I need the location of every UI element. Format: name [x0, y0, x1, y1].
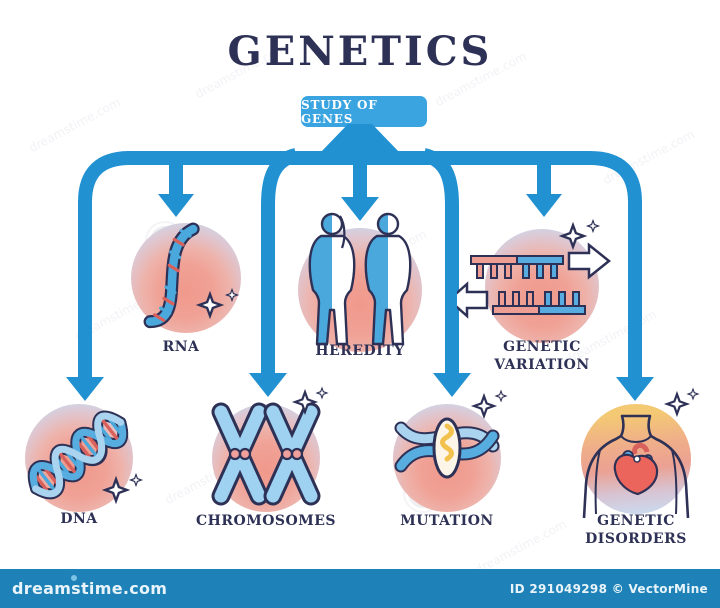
left-arrow — [457, 281, 489, 319]
rna-strand-icon — [143, 222, 238, 329]
node-rna: RNA — [96, 218, 266, 368]
node-label-mutation: MUTATION — [400, 513, 494, 529]
sparkle-icon — [665, 393, 689, 415]
study-of-genes-label: STUDY OF GENES — [301, 97, 378, 126]
ponytail — [339, 215, 346, 249]
double-helix-icon — [27, 410, 142, 502]
arrowhead-mutation — [433, 373, 471, 397]
branch-to-chromosomes — [261, 148, 299, 374]
sparkle-icon — [586, 220, 600, 232]
sparkle-icon — [103, 478, 129, 502]
sparkle-icon — [226, 289, 238, 301]
watermark-footer-bar: dreamstime.com ID 291049298 © VectorMine — [0, 569, 720, 608]
sparkle-icon — [130, 474, 142, 486]
arrowhead-chromosomes — [249, 373, 287, 397]
study-of-genes-box: STUDY OF GENES — [301, 96, 427, 127]
two-people-icon — [308, 212, 412, 346]
node-label-rna: RNA — [162, 339, 200, 355]
sparkle-icon — [495, 390, 507, 402]
sparkle-icon — [687, 388, 699, 400]
heart — [613, 443, 659, 496]
arrowhead-genetic-variation — [526, 194, 562, 217]
node-genetic-variation: GENETIC VARIATION — [455, 214, 629, 374]
page-title: GENETICS — [227, 28, 493, 75]
arrowhead-dna — [66, 377, 104, 401]
arrowhead-rna — [158, 194, 194, 217]
arrowhead-genetic-disorders — [616, 377, 654, 401]
node-mutation: MUTATION — [372, 390, 522, 535]
node-heredity: HEREDITY — [278, 212, 442, 372]
right-arrow — [567, 242, 612, 280]
sparkle-icon — [316, 387, 328, 399]
genetic-variation-circle — [485, 229, 599, 343]
branch-to-mutation — [421, 148, 459, 374]
arrowhead-heredity — [341, 197, 379, 221]
stem-fan — [320, 124, 400, 153]
sparkle-icon — [561, 223, 585, 249]
node-genetic-disorders: GENETIC DISORDERS — [556, 388, 716, 553]
dreamstime-brand-text: dreamstime.com — [12, 579, 168, 598]
dna-fragments-exchange-icon — [457, 220, 612, 319]
image-id-credit: ID 291049298 © VectorMine — [509, 581, 708, 596]
dreamstime-brand: dreamstime.com — [12, 575, 168, 598]
sparkle-icon — [197, 293, 223, 317]
node-label-heredity: HEREDITY — [315, 343, 405, 359]
chromosome-pair-icon — [211, 387, 328, 506]
node-dna: DNA — [4, 400, 154, 535]
node-label-dna: DNA — [60, 511, 98, 527]
brand-dot-icon — [71, 575, 77, 581]
chest-heart-icon — [582, 388, 699, 519]
mutated-helix-icon — [394, 390, 507, 479]
node-chromosomes: CHROMOSOMES — [181, 387, 351, 535]
node-label-genetic-variation: GENETIC VARIATION — [494, 339, 590, 374]
node-label-genetic-disorders: GENETIC DISORDERS — [585, 513, 687, 548]
node-label-chromosomes: CHROMOSOMES — [196, 513, 336, 529]
sparkle-icon — [473, 395, 495, 417]
